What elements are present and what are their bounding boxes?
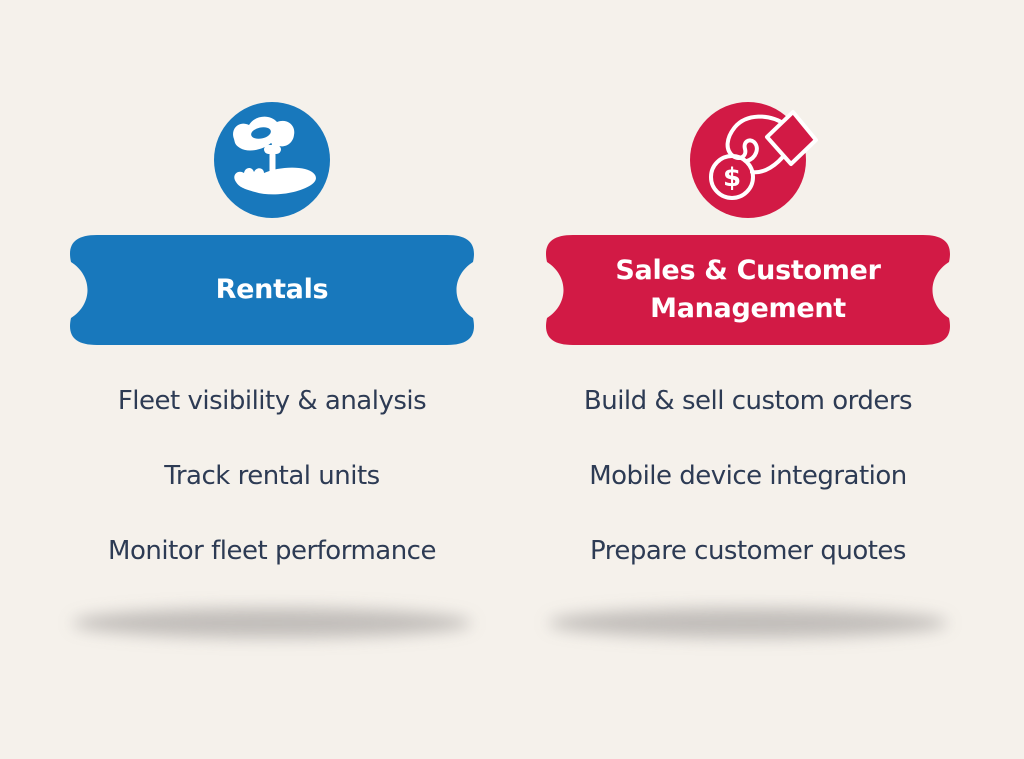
rentals-banner-ribbon — [70, 235, 474, 345]
feature-item: Fleet visibility & analysis — [117, 386, 427, 416]
feature-item: Track rental units — [164, 461, 380, 491]
column-shadow — [72, 608, 472, 638]
column-shadow — [548, 608, 948, 638]
hand-giving-key-icon — [214, 102, 330, 218]
sales-feature-list: Build & sell custom orders Mobile device… — [536, 381, 960, 571]
banner-title-line: Rentals — [215, 274, 329, 305]
column-rentals: Rentals Fleet visibility & analysis Trac… — [60, 102, 484, 662]
sales-banner-title: Sales & Customer Management — [541, 232, 955, 348]
sales-banner: Sales & Customer Management — [541, 232, 955, 348]
rentals-icon-circle — [214, 102, 330, 218]
banner-title-line: Sales & Customer — [615, 255, 881, 286]
feature-item: Monitor fleet performance — [108, 536, 436, 566]
rentals-banner: Rentals — [65, 232, 479, 348]
rentals-feature-list: Fleet visibility & analysis Track rental… — [60, 381, 484, 571]
feature-item: Mobile device integration — [589, 461, 907, 491]
sales-banner-ribbon — [546, 235, 950, 345]
banner-title-line: Management — [650, 293, 846, 324]
rentals-banner-title: Rentals — [65, 232, 479, 348]
hand-dropping-coin-icon: $ — [690, 102, 818, 218]
feature-item: Build & sell custom orders — [583, 386, 913, 416]
sales-icon-circle: $ — [690, 102, 818, 218]
column-sales-customer-management: $ Sales & Customer Management Build & se… — [536, 102, 960, 662]
feature-item: Prepare customer quotes — [590, 536, 906, 566]
svg-text:$: $ — [723, 163, 741, 193]
